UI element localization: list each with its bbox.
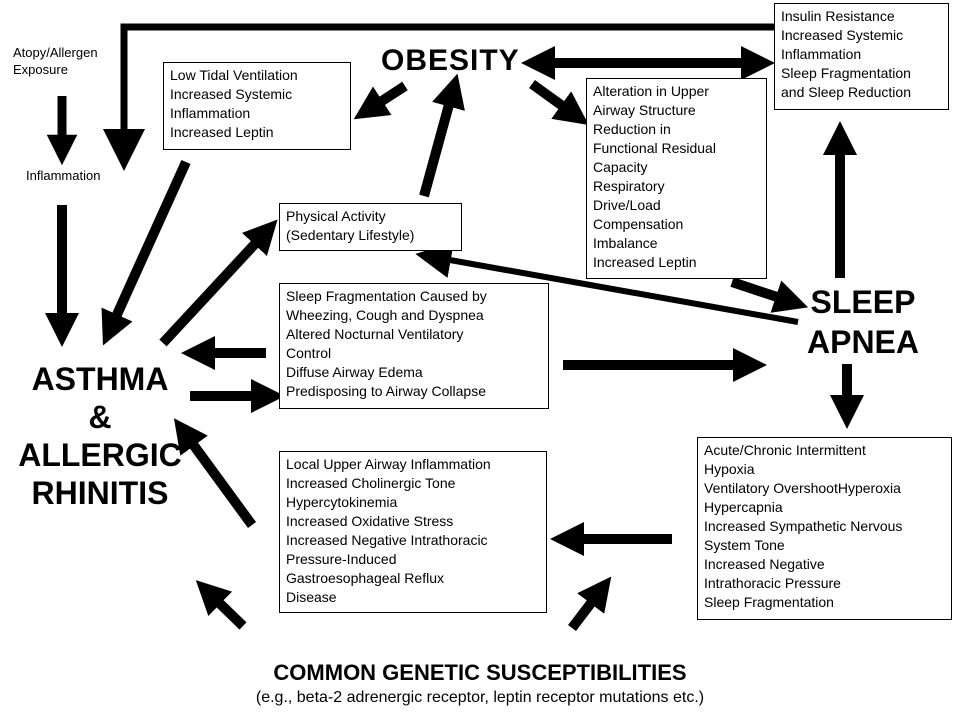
local-upper-airway-box: Local Upper Airway Inflammation Increase… <box>279 451 547 613</box>
physical-activity-box: Physical Activity (Sedentary Lifestyle) <box>279 203 462 251</box>
arrow-physical-to-obesity <box>419 73 465 198</box>
atopy-label: Atopy/Allergen Exposure <box>13 45 98 77</box>
arrow-asthma-to-physical <box>159 219 278 347</box>
arrow-obesity-to-upperairway <box>529 79 589 125</box>
sleep-fragmentation-box: Sleep Fragmentation Caused by Wheezing, … <box>279 283 549 409</box>
hypoxia-box: Acute/Chronic Intermittent Hypoxia Venti… <box>697 437 952 620</box>
arrow-localupper-to-asthma <box>173 418 257 528</box>
arrow-insulin-to-inflammation <box>103 23 776 171</box>
arrow-sleepapnea-to-physical <box>415 242 799 325</box>
asthma-title: ASTHMA & ALLERGIC RHINITIS <box>18 361 182 511</box>
sleep-apnea-title: SLEEP APNEA <box>806 284 919 360</box>
insulin-box: Insulin Resistance Increased Systemic In… <box>774 3 949 110</box>
obesity-title: OBESITY <box>381 44 520 77</box>
low-tidal-box: Low Tidal Ventilation Increased Systemic… <box>163 62 351 150</box>
arrow-genetics-to-sleepapnea <box>568 576 612 632</box>
arrow-obesity-to-lowtidal <box>353 81 408 120</box>
arrow-upperairway-to-sleepapnea <box>730 277 809 313</box>
arrow-lowtidal-to-asthma <box>101 159 191 346</box>
genetic-title: COMMON GENETIC SUSCEPTIBILITIES <box>273 660 687 685</box>
upper-airway-box: Alteration in Upper Airway Structure Red… <box>586 78 767 279</box>
inflammation-label: Inflammation <box>26 168 101 183</box>
genetic-subtitle: (e.g., beta-2 adrenergic receptor, lepti… <box>255 689 705 706</box>
arrow-genetics-to-asthma <box>195 580 247 630</box>
